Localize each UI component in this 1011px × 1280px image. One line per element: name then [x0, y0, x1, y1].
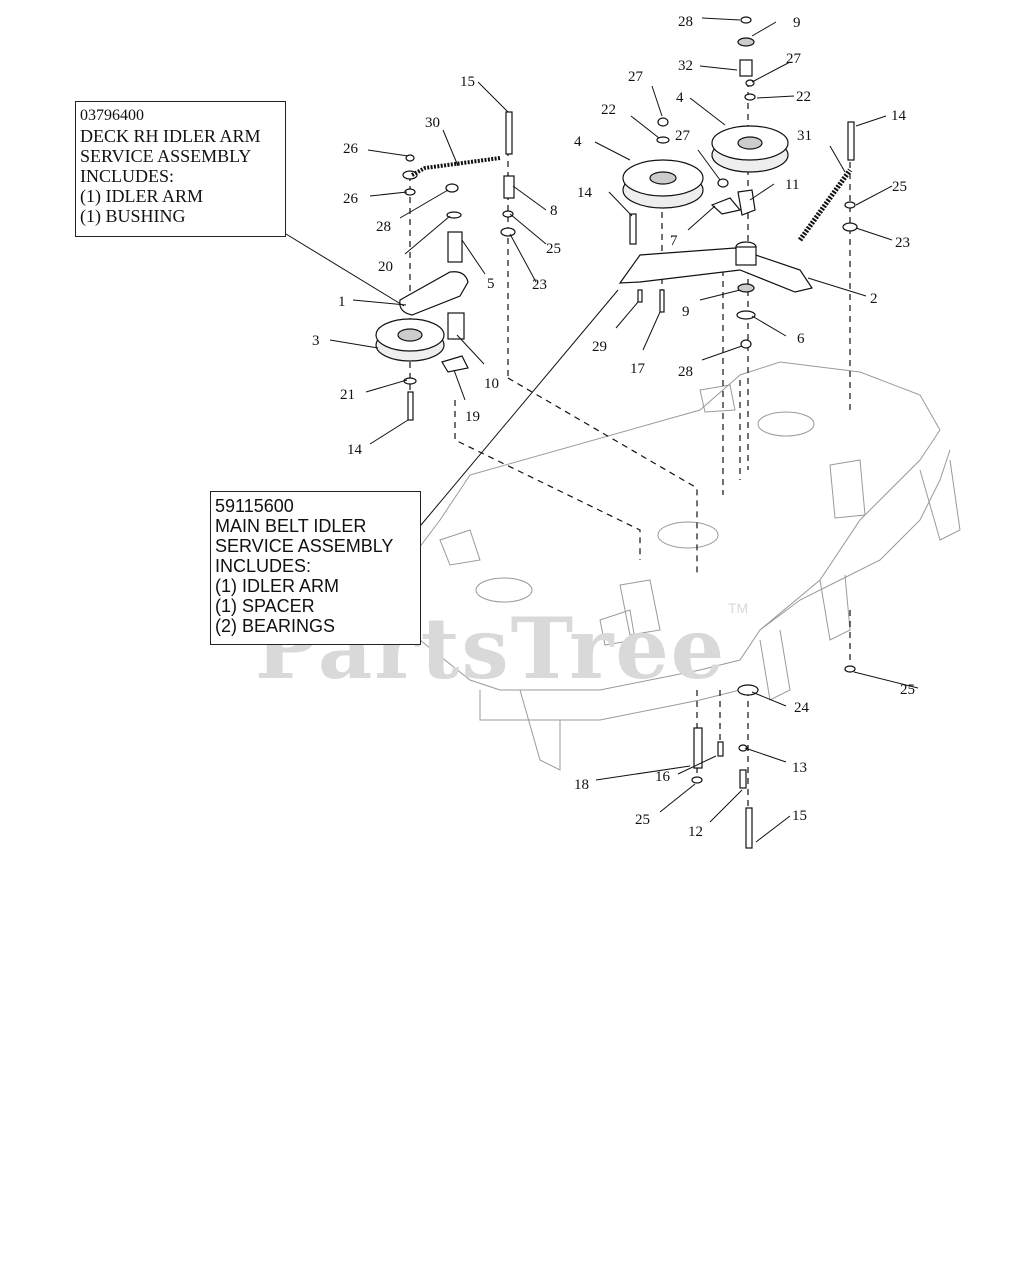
callout-line: MAIN BELT IDLER — [215, 516, 367, 536]
callout-line: DECK RH IDLER ARM — [80, 126, 261, 146]
part-label: 23 — [895, 235, 910, 251]
part-label: 27 — [786, 51, 802, 67]
callout-line: (1) IDLER ARM — [215, 576, 340, 596]
spring-30 — [411, 156, 501, 177]
part-label: 8 — [550, 203, 558, 219]
part-label: 4 — [574, 134, 582, 150]
callout-line: INCLUDES: — [80, 166, 174, 186]
part-label: 2 — [870, 291, 878, 307]
rh-idler-service-assembly-box: 03796400 DECK RH IDLER ARM SERVICE ASSEM… — [75, 101, 286, 237]
part-label: 14 — [891, 108, 907, 124]
part-label: 27 — [675, 128, 691, 144]
part-label: 9 — [682, 304, 690, 320]
pulley-3 — [375, 318, 445, 362]
part-label: 31 — [797, 128, 812, 144]
part-label: 23 — [532, 277, 547, 293]
part-label: 25 — [900, 682, 915, 698]
part-label: 25 — [546, 241, 561, 257]
callout-line: SERVICE ASSEMBLY — [215, 536, 394, 556]
watermark-tm: TM — [728, 600, 748, 616]
part-label: 7 — [670, 233, 678, 249]
callout-line: (1) BUSHING — [80, 206, 186, 226]
part-label: 5 — [487, 276, 495, 292]
callout-line: (2) BEARINGS — [215, 616, 336, 636]
part-label: 15 — [792, 808, 807, 824]
part-label: 30 — [425, 115, 440, 131]
part-label: 32 — [678, 58, 693, 74]
part-label: 16 — [655, 769, 671, 785]
part-label: 21 — [340, 387, 355, 403]
parts — [375, 16, 858, 849]
idler-arm-2 — [618, 247, 813, 293]
pulley-4-right — [711, 125, 789, 173]
part-label: 29 — [592, 339, 607, 355]
part-label: 11 — [785, 177, 799, 193]
part-label: 22 — [796, 89, 811, 105]
part-label: 27 — [628, 69, 644, 85]
callout-line: (1) IDLER ARM — [80, 186, 203, 206]
part-label: 24 — [794, 700, 810, 716]
pulley-4-left — [622, 159, 704, 209]
part-label: 20 — [378, 259, 393, 275]
main-belt-idler-service-assembly-box: 59115600 MAIN BELT IDLER SERVICE ASSEMBL… — [210, 491, 421, 645]
part-label: 12 — [688, 824, 703, 840]
part-label: 22 — [601, 102, 616, 118]
part-label: 28 — [376, 219, 391, 235]
part-label: 4 — [676, 90, 684, 106]
part-label: 10 — [484, 376, 499, 392]
callout-line: (1) SPACER — [215, 596, 315, 616]
mower-deck — [399, 361, 961, 771]
part-label: 19 — [465, 409, 480, 425]
idler-arm-1 — [399, 271, 469, 316]
part-label: 28 — [678, 364, 693, 380]
part-label: 17 — [630, 361, 646, 377]
part-label: 28 — [678, 14, 693, 30]
callout-line: SERVICE ASSEMBLY — [80, 146, 252, 166]
part-label: 3 — [312, 333, 320, 349]
part-label: 25 — [635, 812, 650, 828]
callout-line: INCLUDES: — [215, 556, 312, 576]
part-labels: 28 9 27 32 22 27 15 4 22 27 4 30 26 26 2… — [312, 14, 915, 840]
part-label: 1 — [338, 294, 346, 310]
part-label: 18 — [574, 777, 589, 793]
callout-line: 59115600 — [215, 496, 294, 516]
part-label: 13 — [792, 760, 807, 776]
part-label: 15 — [460, 74, 475, 90]
part-label: 6 — [797, 331, 805, 347]
part-label: 26 — [343, 191, 359, 207]
part-label: 14 — [347, 442, 363, 458]
leader-lines — [285, 17, 919, 843]
part-label: 9 — [793, 15, 801, 31]
part-label: 26 — [343, 141, 359, 157]
part-label: 25 — [892, 179, 907, 195]
spring-31 — [797, 168, 853, 242]
callout-line: 03796400 — [80, 107, 144, 124]
part-label: 14 — [577, 185, 593, 201]
